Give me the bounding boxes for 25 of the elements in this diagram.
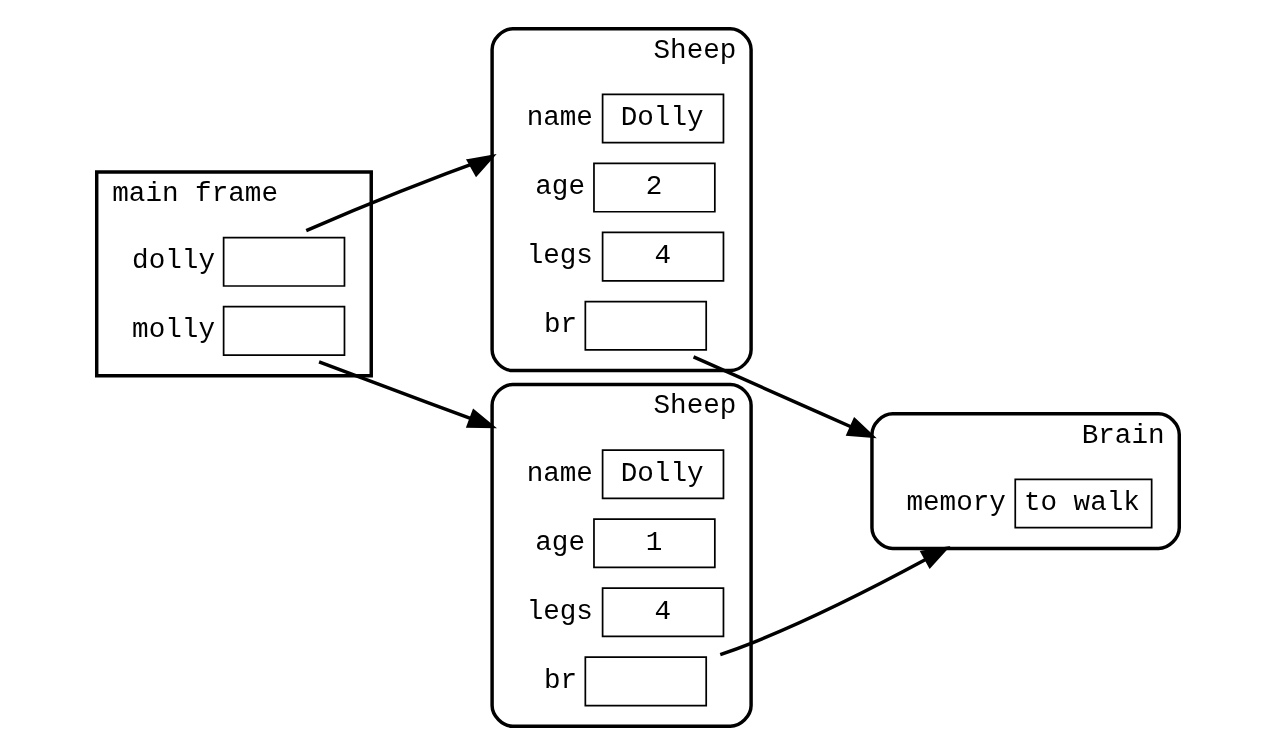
node-label: molly bbox=[132, 314, 215, 346]
arrow bbox=[719, 545, 951, 657]
node-box: to walk bbox=[1014, 478, 1153, 529]
node-box bbox=[584, 300, 708, 351]
node-label: age bbox=[535, 171, 585, 203]
node-label: name bbox=[526, 102, 593, 134]
node-box bbox=[222, 305, 346, 356]
node-label: br bbox=[543, 309, 578, 341]
node-box bbox=[584, 656, 708, 707]
node-label: age bbox=[535, 526, 585, 558]
node-box: Dolly bbox=[601, 449, 725, 500]
node-box: 2 bbox=[593, 162, 716, 213]
node-label: legs bbox=[526, 595, 593, 627]
node-label: legs bbox=[526, 240, 593, 272]
node-box: Dolly bbox=[601, 93, 725, 144]
node-box bbox=[222, 236, 346, 287]
node-box: 1 bbox=[593, 518, 716, 569]
node-box: 4 bbox=[601, 587, 725, 638]
node-label: memory bbox=[906, 487, 1006, 519]
node-label: name bbox=[526, 457, 593, 489]
node-label: dolly bbox=[132, 245, 215, 277]
node-label: br bbox=[543, 664, 578, 696]
node-box: 4 bbox=[601, 231, 725, 282]
arrow bbox=[318, 360, 497, 429]
arrow bbox=[305, 154, 497, 233]
